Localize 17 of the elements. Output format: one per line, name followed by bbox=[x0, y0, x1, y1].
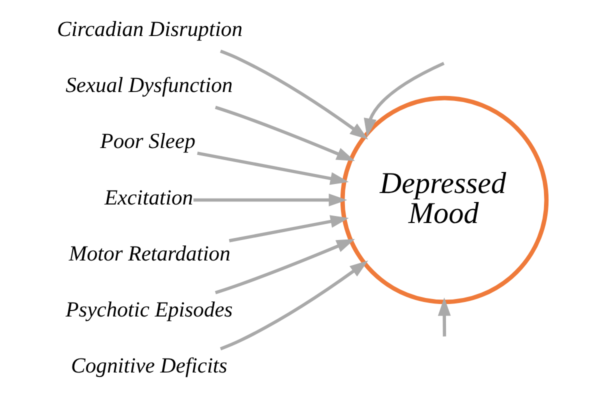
arrow bbox=[214, 106, 354, 161]
arrow bbox=[192, 194, 347, 206]
node-text: Excitation bbox=[104, 185, 193, 210]
node-text: Sexual Dysfunction bbox=[65, 73, 232, 98]
node-text: Circadian Disruption bbox=[56, 17, 242, 42]
arrow bbox=[437, 297, 450, 336]
node-text: Poor Sleep bbox=[100, 129, 195, 154]
node-circle: Depressed Mood bbox=[340, 96, 548, 304]
arrow bbox=[228, 215, 348, 242]
arrow bbox=[219, 260, 368, 350]
arrow bbox=[363, 62, 444, 137]
node-text: Psychotic Episodes bbox=[65, 297, 232, 322]
arrow bbox=[196, 152, 348, 185]
arrow bbox=[214, 239, 354, 294]
arrow bbox=[219, 50, 368, 140]
node-text: Motor Retardation bbox=[68, 241, 230, 266]
node-text: Cognitive Deficits bbox=[70, 354, 227, 378]
